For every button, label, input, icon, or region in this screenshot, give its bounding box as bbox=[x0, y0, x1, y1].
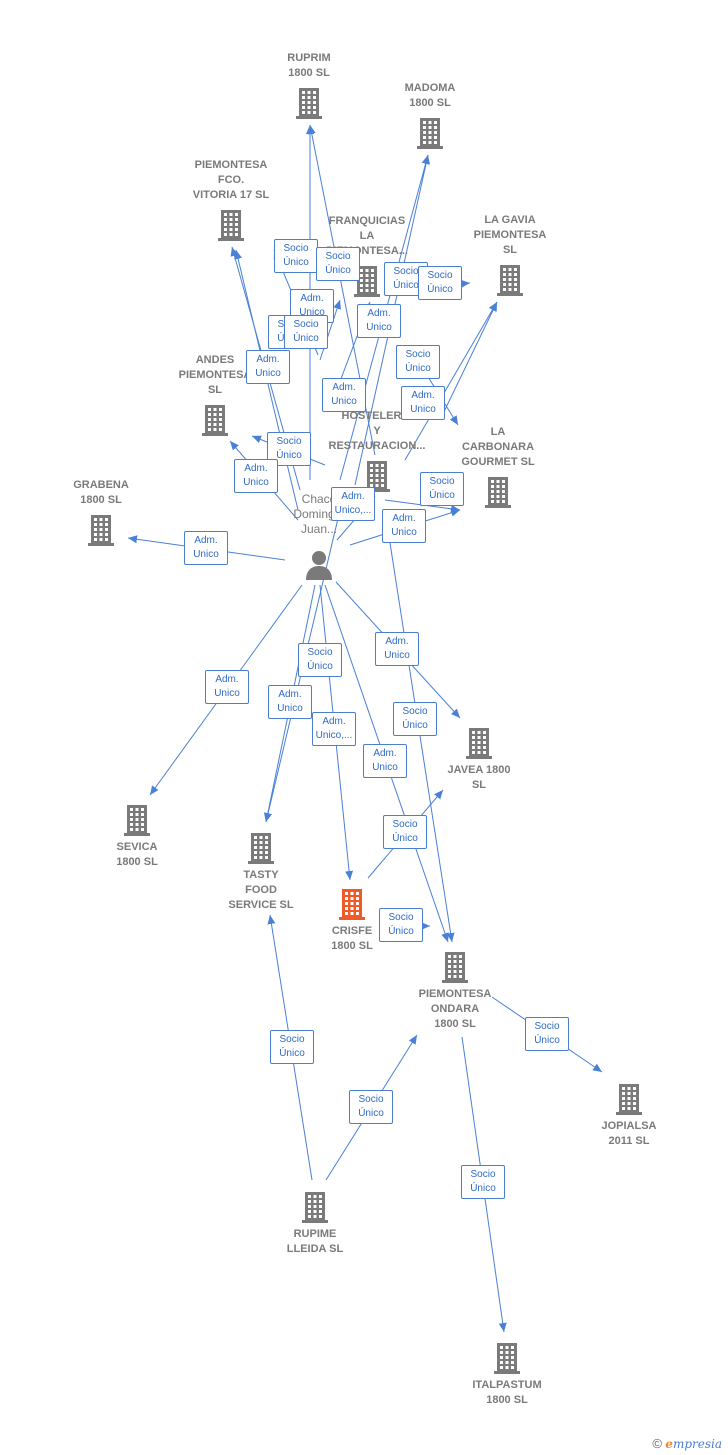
brand-logo: empresia bbox=[665, 1437, 722, 1451]
role-badge[interactable]: Socio Único bbox=[461, 1165, 505, 1199]
role-badge[interactable]: Adm. Unico bbox=[268, 685, 312, 719]
role-badge[interactable]: Adm. Unico,... bbox=[331, 487, 375, 521]
company-tasty[interactable]: TASTY FOOD SERVICE SL bbox=[228, 869, 294, 911]
role-badge[interactable]: Socio Único bbox=[316, 247, 360, 281]
company-crisfe[interactable]: CRISFE 1800 SL bbox=[331, 925, 373, 952]
building-icon[interactable] bbox=[337, 887, 367, 921]
company-la-carbonara[interactable]: LA CARBONARA GOURMET SL bbox=[461, 426, 535, 468]
person-icon[interactable] bbox=[304, 548, 334, 582]
building-icon[interactable] bbox=[86, 513, 116, 547]
building-icon[interactable] bbox=[352, 264, 382, 298]
company-piemontesa-fco[interactable]: PIEMONTESA FCO. VITORIA 17 SL bbox=[192, 159, 270, 201]
role-badge[interactable]: Adm. Unico bbox=[363, 744, 407, 778]
role-badge[interactable]: Socio Único bbox=[274, 239, 318, 273]
edge-9 bbox=[404, 301, 498, 461]
role-badge[interactable]: Socio Único bbox=[525, 1017, 569, 1051]
role-badge[interactable]: Adm. Unico bbox=[234, 459, 278, 493]
company-la-gavia[interactable]: LA GAVIA PIEMONTESA SL bbox=[473, 214, 547, 256]
role-badge[interactable]: Adm. Unico bbox=[382, 509, 426, 543]
role-badge[interactable]: Socio Único bbox=[298, 643, 342, 677]
role-badge[interactable]: Adm. Unico bbox=[322, 378, 366, 412]
role-badge[interactable]: Socio Único bbox=[270, 1030, 314, 1064]
role-badge[interactable]: Adm. Unico bbox=[205, 670, 249, 704]
role-badge[interactable]: Socio Único bbox=[349, 1090, 393, 1124]
company-madoma[interactable]: MADOMA 1800 SL bbox=[404, 82, 456, 109]
role-badge[interactable]: Socio Único bbox=[420, 472, 464, 506]
building-icon[interactable] bbox=[200, 403, 230, 437]
company-italpastum[interactable]: ITALPASTUM 1800 SL bbox=[472, 1379, 542, 1406]
company-javea[interactable]: JAVEA 1800 SL bbox=[447, 764, 511, 791]
role-badge[interactable]: Socio Único bbox=[383, 815, 427, 849]
building-icon[interactable] bbox=[246, 831, 276, 865]
footer-brand[interactable]: © empresia bbox=[652, 1436, 722, 1451]
copyright-mark: © bbox=[652, 1436, 662, 1451]
role-badge[interactable]: Adm. Unico bbox=[401, 386, 445, 420]
role-badge[interactable]: Adm. Unico bbox=[375, 632, 419, 666]
building-icon[interactable] bbox=[415, 116, 445, 150]
company-rupime[interactable]: RUPIME LLEIDA SL bbox=[286, 1228, 344, 1255]
company-jopialsa[interactable]: JOPIALSA 2011 SL bbox=[601, 1120, 657, 1147]
building-icon[interactable] bbox=[464, 726, 494, 760]
building-icon[interactable] bbox=[362, 459, 392, 493]
building-icon[interactable] bbox=[495, 263, 525, 297]
building-icon[interactable] bbox=[294, 86, 324, 120]
role-badge[interactable]: Adm. Unico bbox=[246, 350, 290, 384]
role-badge[interactable]: Socio Único bbox=[418, 266, 462, 300]
company-andes[interactable]: ANDES PIEMONTESA SL bbox=[178, 354, 252, 396]
role-badge[interactable]: Socio Único bbox=[379, 908, 423, 942]
company-grabena[interactable]: GRABENA 1800 SL bbox=[73, 479, 129, 506]
company-hostelera[interactable]: HOSTELERIA Y RESTAURACION... bbox=[328, 410, 426, 452]
building-icon[interactable] bbox=[300, 1190, 330, 1224]
building-icon[interactable] bbox=[440, 950, 470, 984]
edge-10 bbox=[439, 301, 498, 421]
building-icon[interactable] bbox=[483, 475, 513, 509]
company-sevica[interactable]: SEVICA 1800 SL bbox=[116, 841, 158, 868]
role-badge[interactable]: Adm. Unico bbox=[357, 304, 401, 338]
building-icon[interactable] bbox=[216, 208, 246, 242]
building-icon[interactable] bbox=[492, 1341, 522, 1375]
company-ruprim[interactable]: RUPRIM 1800 SL bbox=[287, 52, 331, 79]
role-badge[interactable]: Adm. Unico bbox=[184, 531, 228, 565]
role-badge[interactable]: Socio Único bbox=[284, 315, 328, 349]
edge-7 bbox=[319, 299, 341, 361]
role-badge[interactable]: Socio Único bbox=[396, 345, 440, 379]
role-badge[interactable]: Adm. Unico,... bbox=[312, 712, 356, 746]
company-piemontesa-ondara[interactable]: PIEMONTESA ONDARA 1800 SL bbox=[418, 988, 492, 1030]
role-badge[interactable]: Socio Único bbox=[393, 702, 437, 736]
building-icon[interactable] bbox=[122, 803, 152, 837]
building-icon[interactable] bbox=[614, 1082, 644, 1116]
edge-25 bbox=[387, 529, 455, 943]
